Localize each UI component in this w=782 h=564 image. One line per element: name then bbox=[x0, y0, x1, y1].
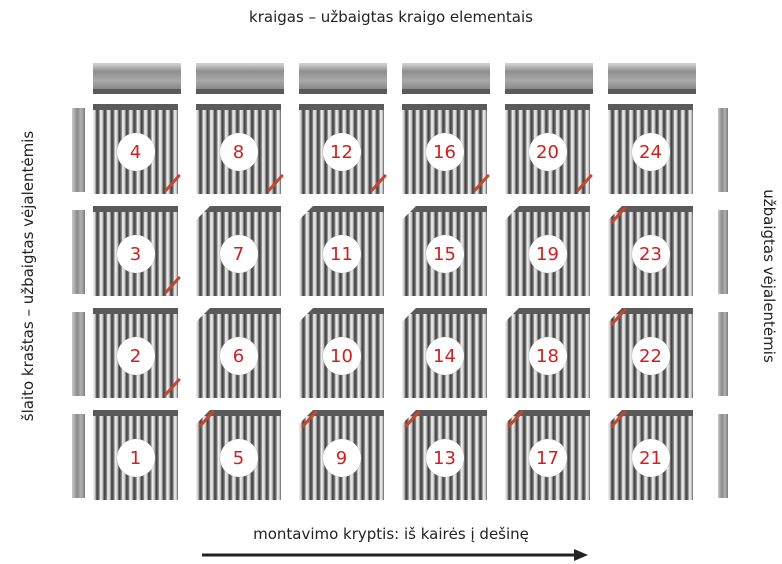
ridge-cap bbox=[299, 63, 387, 94]
verge-board-right bbox=[718, 414, 728, 498]
roof-tile: 10 bbox=[299, 308, 384, 398]
ridge-label: kraigas – užbaigtas kraigo elementais bbox=[249, 8, 533, 26]
roof-tile: 17 bbox=[505, 410, 590, 500]
tile-number: 22 bbox=[631, 337, 670, 375]
tile-number: 8 bbox=[219, 133, 258, 171]
roof-tile: 15 bbox=[402, 206, 487, 296]
verge-board-right bbox=[718, 108, 728, 192]
tile-number: 1 bbox=[116, 439, 155, 477]
verge-board-left bbox=[72, 210, 85, 294]
roof-tile: 1 bbox=[93, 410, 178, 500]
tile-number: 18 bbox=[528, 337, 567, 375]
roof-tile: 20 bbox=[505, 104, 590, 194]
tile-number: 7 bbox=[219, 235, 258, 273]
roof-tile: 8 bbox=[196, 104, 281, 194]
ridge-cap bbox=[93, 63, 181, 94]
ridge-cap bbox=[608, 63, 696, 94]
roof-tile: 9 bbox=[299, 410, 384, 500]
roof-tile: 21 bbox=[608, 410, 693, 500]
tile-number: 12 bbox=[322, 133, 361, 171]
tile-number: 10 bbox=[322, 337, 361, 375]
verge-board-left bbox=[72, 414, 85, 498]
tile-number: 23 bbox=[631, 235, 670, 273]
tile-number: 17 bbox=[528, 439, 567, 477]
tile-number: 11 bbox=[322, 235, 361, 273]
roof-tile: 13 bbox=[402, 410, 487, 500]
roof-tile: 18 bbox=[505, 308, 590, 398]
roof-tile: 11 bbox=[299, 206, 384, 296]
tile-number: 3 bbox=[116, 235, 155, 273]
roof-tile: 6 bbox=[196, 308, 281, 398]
ridge-cap bbox=[196, 63, 284, 94]
roof-tile: 16 bbox=[402, 104, 487, 194]
roof-tile: 24 bbox=[608, 104, 693, 194]
ridge-cap bbox=[402, 63, 490, 94]
roof-tile: 5 bbox=[196, 410, 281, 500]
tile-number: 6 bbox=[219, 337, 258, 375]
tile-number: 20 bbox=[528, 133, 567, 171]
tile-number: 24 bbox=[631, 133, 670, 171]
tile-number: 5 bbox=[219, 439, 258, 477]
tile-number: 2 bbox=[116, 337, 155, 375]
tile-number: 21 bbox=[631, 439, 670, 477]
tile-number: 19 bbox=[528, 235, 567, 273]
tile-number: 15 bbox=[425, 235, 464, 273]
roof-tile: 14 bbox=[402, 308, 487, 398]
roof-tile: 3 bbox=[93, 206, 178, 296]
verge-board-right bbox=[718, 210, 728, 294]
tile-number: 16 bbox=[425, 133, 464, 171]
tile-number: 9 bbox=[322, 439, 361, 477]
roof-tile: 22 bbox=[608, 308, 693, 398]
roof-tile: 23 bbox=[608, 206, 693, 296]
roof-tile: 7 bbox=[196, 206, 281, 296]
tile-number: 14 bbox=[425, 337, 464, 375]
tile-number: 4 bbox=[116, 133, 155, 171]
roof-tile: 4 bbox=[93, 104, 178, 194]
verge-board-right bbox=[718, 312, 728, 396]
verge-board-left bbox=[72, 108, 85, 192]
roof-tile: 19 bbox=[505, 206, 590, 296]
verge-board-left bbox=[72, 312, 85, 396]
roof-tile: 12 bbox=[299, 104, 384, 194]
roof-tile: 2 bbox=[93, 308, 178, 398]
direction-label: montavimo kryptis: iš kairės į dešinę bbox=[253, 525, 529, 543]
tile-number: 13 bbox=[425, 439, 464, 477]
ridge-cap bbox=[505, 63, 593, 94]
